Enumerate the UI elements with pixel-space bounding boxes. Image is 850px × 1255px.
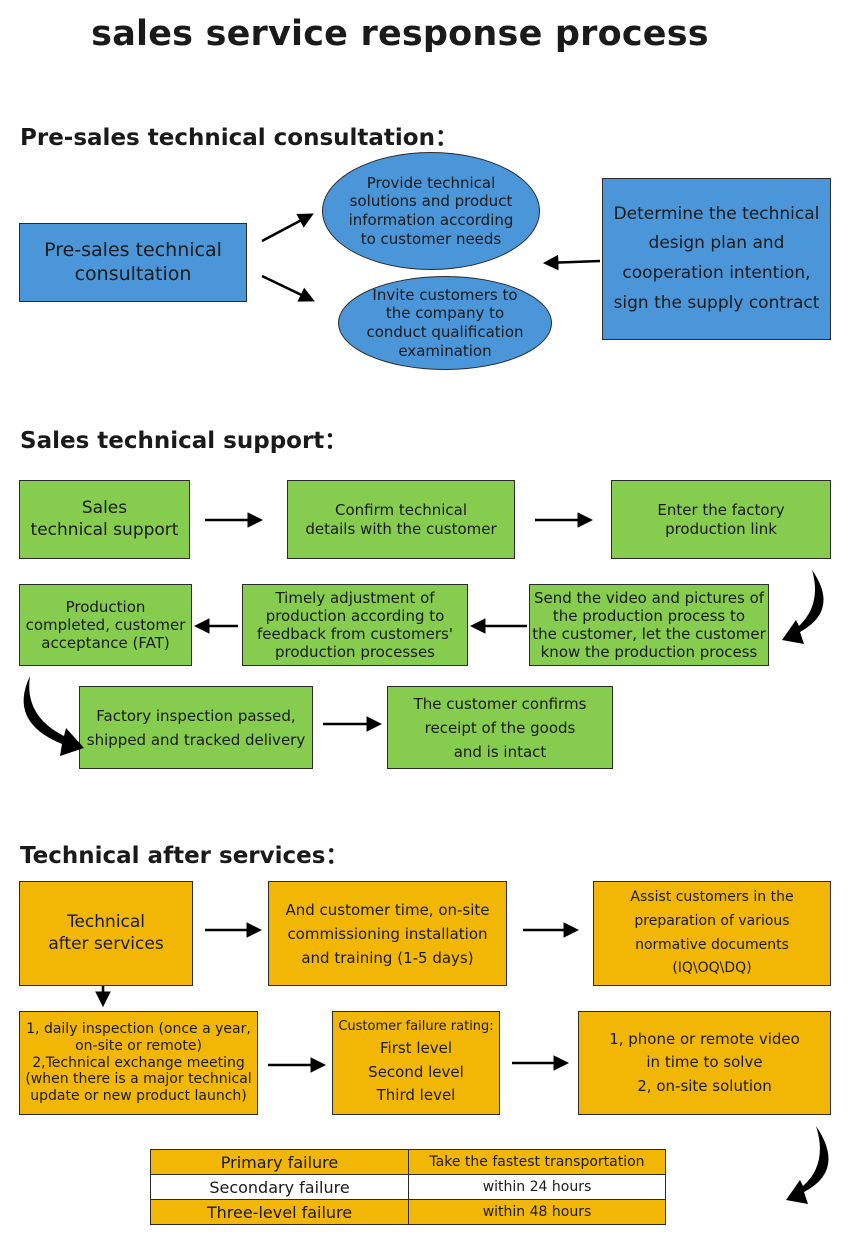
arrow-icon (542, 254, 601, 271)
provide-solutions-ellipse: Provide technical solutions and product … (322, 152, 540, 270)
invite-customers-ellipse: Invite customers to the company to condu… (338, 276, 552, 370)
daily-inspection-box: 1, daily inspection (once a year, on-sit… (19, 1011, 258, 1115)
arrow-icon (261, 274, 315, 302)
failure-rating-levels: First level Second level Third level (368, 1039, 464, 1104)
confirm-details-box: Confirm technical details with the custo… (287, 480, 515, 559)
failure-rating-box: Customer failure rating: First level Sec… (332, 1011, 500, 1115)
arrow-icon (261, 213, 314, 243)
section-heading-after: Technical after services： (20, 843, 349, 869)
sales-support-box: Sales technical support (19, 480, 190, 559)
table-row: Secondary failure within 24 hours (150, 1174, 666, 1200)
production-completed-box: Production completed, customer acceptanc… (19, 584, 192, 666)
table-row: Three-level failure within 48 hours (150, 1199, 666, 1225)
technical-after-services-box: Technical after services (19, 881, 193, 986)
send-video-box: Send the video and pictures of the produ… (529, 584, 769, 666)
pre-sales-consultation-box: Pre-sales technical consultation (19, 223, 247, 302)
table-row: Primary failure Take the fastest transpo… (150, 1149, 666, 1175)
enter-factory-box: Enter the factory production link (611, 480, 831, 559)
curved-arrow-icon (23, 676, 85, 756)
phone-remote-box: 1, phone or remote video in time to solv… (578, 1011, 831, 1115)
section-heading-sales: Sales technical support： (20, 428, 348, 454)
section-heading-pre-sales: Pre-sales technical consultation： (20, 125, 458, 151)
page-title: sales service response process (91, 14, 709, 54)
failure-response-cell: within 48 hours (408, 1199, 666, 1225)
assist-documents-box: Assist customers in the preparation of v… (593, 881, 831, 986)
customer-confirms-box: The customer confirms receipt of the goo… (387, 686, 613, 769)
determine-plan-box: Determine the technical design plan and … (602, 178, 831, 340)
failure-rating-heading: Customer failure rating: (338, 1019, 494, 1034)
failure-level-cell: Primary failure (150, 1149, 409, 1175)
failure-response-table: Primary failure Take the fastest transpo… (150, 1149, 666, 1225)
failure-level-cell: Secondary failure (150, 1174, 409, 1200)
inspection-passed-box: Factory inspection passed, shipped and t… (79, 686, 313, 769)
failure-response-cell: Take the fastest transportation (408, 1149, 666, 1175)
commissioning-box: And customer time, on-site commissioning… (268, 881, 507, 986)
failure-level-cell: Three-level failure (150, 1199, 409, 1225)
curved-arrow-icon (786, 1126, 829, 1204)
curved-arrow-icon (782, 570, 824, 644)
timely-adjustment-box: Timely adjustment of production accordin… (242, 584, 468, 666)
